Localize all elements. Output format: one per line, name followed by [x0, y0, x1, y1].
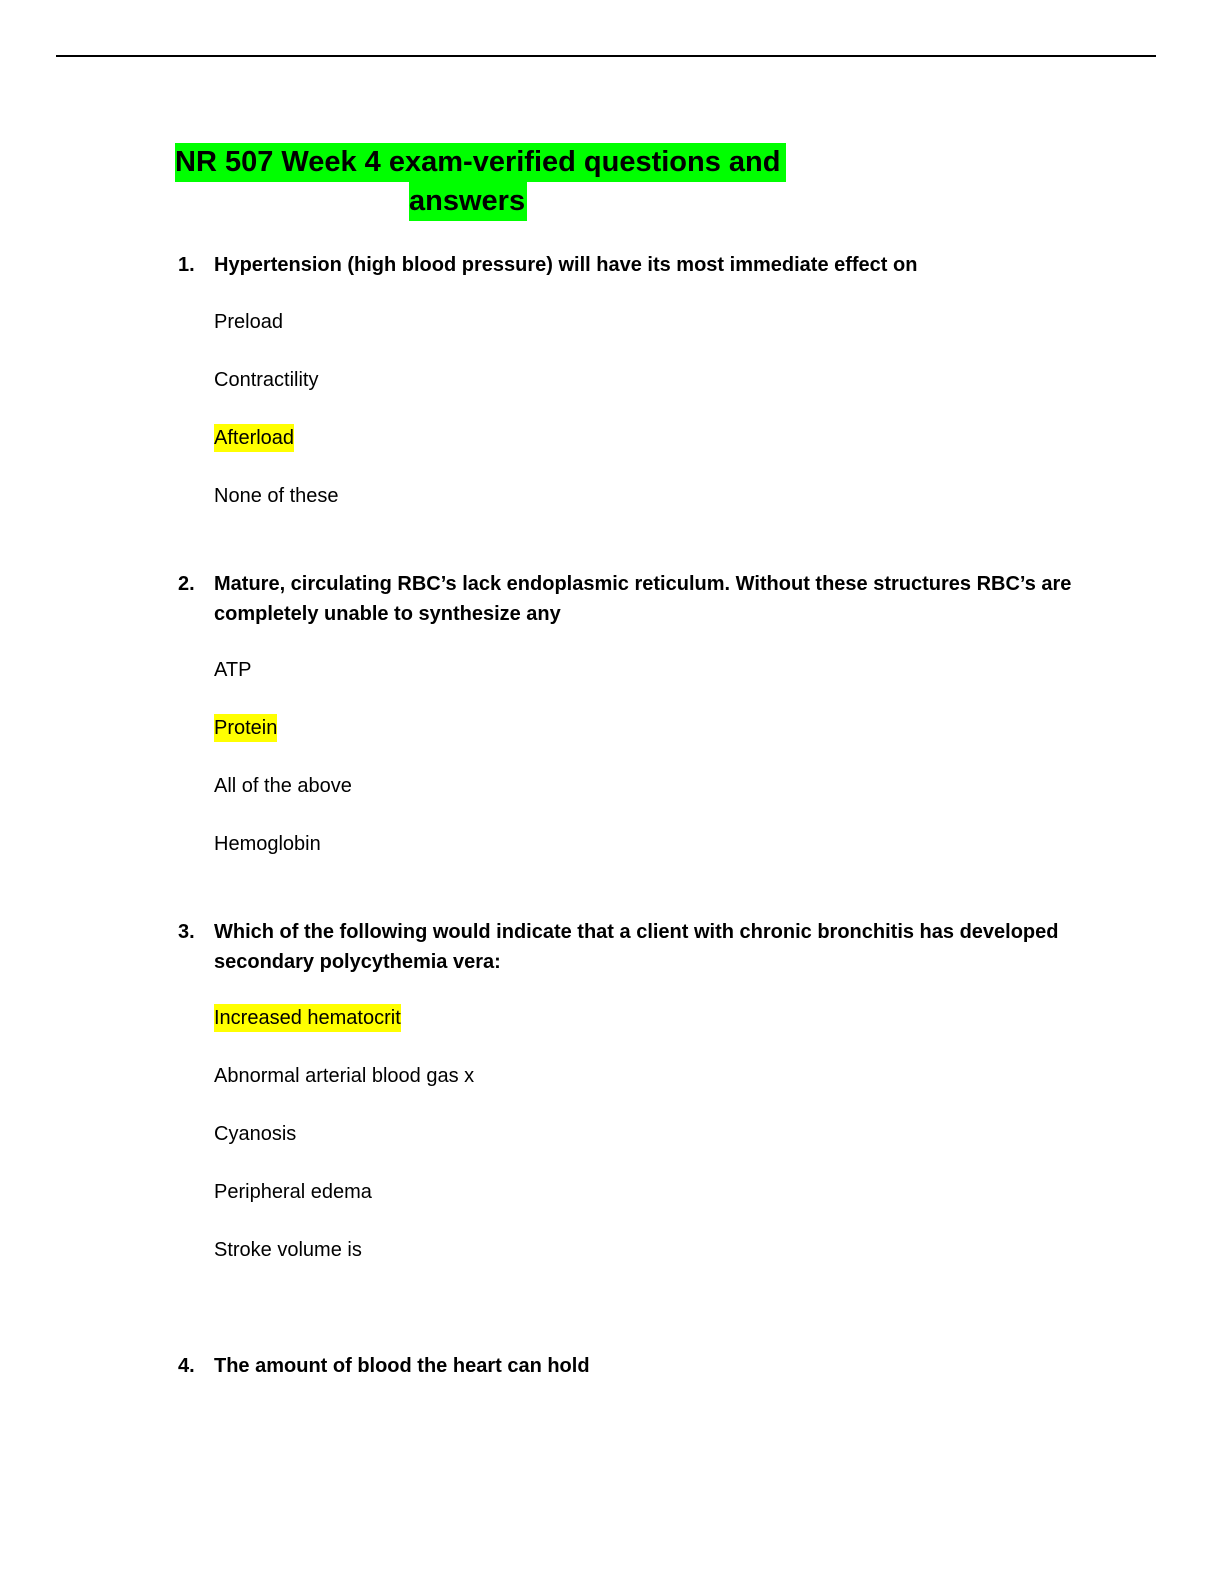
question-1-number: 1.	[178, 254, 195, 276]
title-line-2: answers	[409, 182, 528, 221]
question-3-option-abg: Abnormal arterial blood gas x	[214, 1065, 475, 1087]
question-1-answer-afterload: Afterload	[214, 424, 295, 452]
question-1-option-preload: Preload	[214, 311, 283, 333]
question-3-option-stroke-volume: Stroke volume is	[214, 1239, 362, 1261]
header-rule	[56, 55, 1156, 57]
question-2-text: Mature, circulating RBC’s lack endoplasm…	[214, 573, 1072, 625]
question-2-answer-protein: Protein	[214, 714, 278, 742]
question-4-text: The amount of blood the heart can hold	[214, 1355, 590, 1377]
question-4-number: 4.	[178, 1355, 195, 1377]
question-2-option-hemoglobin: Hemoglobin	[214, 833, 321, 855]
question-1-option-contractility: Contractility	[214, 369, 319, 391]
question-3-number: 3.	[178, 921, 195, 943]
document-title: NR 507 Week 4 exam-verified questions an…	[175, 143, 787, 221]
question-2-option-atp: ATP	[214, 659, 252, 681]
question-3-option-edema: Peripheral edema	[214, 1181, 372, 1203]
question-1-option-none: None of these	[214, 485, 339, 507]
question-1-text: Hypertension (high blood pressure) will …	[214, 254, 918, 276]
question-2-number: 2.	[178, 573, 195, 595]
question-3-text: Which of the following would indicate th…	[214, 921, 1059, 973]
question-3-option-cyanosis: Cyanosis	[214, 1123, 297, 1145]
question-2-option-all: All of the above	[214, 775, 352, 797]
title-line-1: NR 507 Week 4 exam-verified questions an…	[175, 143, 787, 182]
question-3-answer-hematocrit: Increased hematocrit	[214, 1004, 401, 1032]
